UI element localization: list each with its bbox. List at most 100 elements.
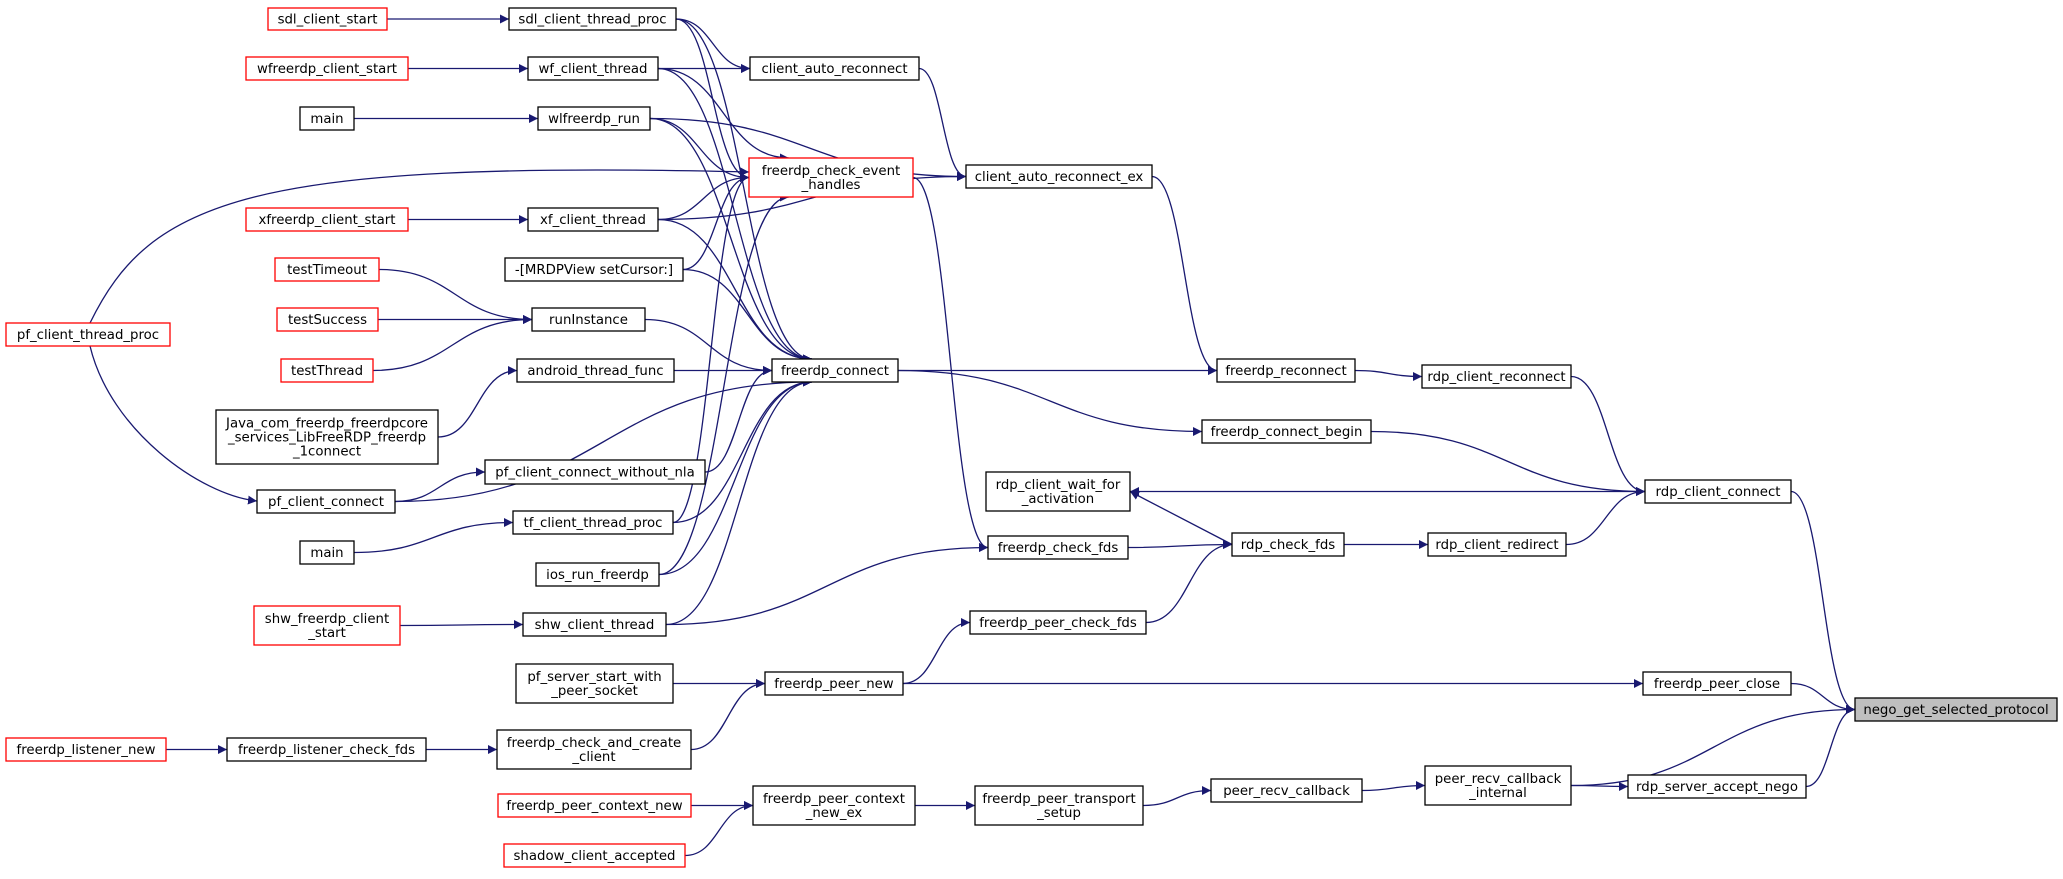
node-label: rdp_client_connect [1656, 485, 1781, 500]
node-box [5, 322, 171, 347]
node-freerdp-peer-close[interactable]: freerdp_peer_close [1642, 671, 1792, 696]
node-freerdp-connect[interactable]: freerdp_connect [771, 358, 899, 383]
node-freerdp-peer-transport-setup[interactable]: freerdp_peer_transport_setup [974, 785, 1144, 826]
node-main1[interactable]: main [299, 106, 355, 131]
node-rdp-client-wait-for-activation[interactable]: rdp_client_wait_for_activation [985, 471, 1131, 512]
node-box [508, 7, 677, 31]
node-freerdp-check-fds[interactable]: freerdp_check_fds [987, 535, 1129, 560]
node-freerdp-listener-check-fds[interactable]: freerdp_listener_check_fds [226, 737, 427, 762]
node-wfreerdp-client-start[interactable]: wfreerdp_client_start [245, 56, 409, 81]
node-wf-client-thread[interactable]: wf_client_thread [527, 56, 659, 81]
node-testSuccess[interactable]: testSuccess [276, 307, 379, 332]
node-label: testTimeout [287, 263, 367, 278]
edge-ios_run_freerdp-to-freerdp_check_event_handles [658, 192, 790, 576]
edge-java_connect-to-android_thread_func [437, 366, 518, 438]
node-wlfreerdp-run[interactable]: wlfreerdp_run [537, 106, 651, 131]
node-shw-client-thread[interactable]: shw_client_thread [522, 612, 667, 637]
node-ios-run-freerdp[interactable]: ios_run_freerdp [535, 562, 660, 587]
node-android-thread-func[interactable]: android_thread_func [516, 358, 675, 383]
node-freerdp-check-event-handles[interactable]: freerdp_check_event_handles [748, 157, 914, 198]
node-freerdp-check-and-create-client[interactable]: freerdp_check_and_create_client [496, 729, 692, 770]
node-label: pf_client_thread_proc [17, 328, 159, 343]
node-box [496, 729, 692, 770]
node-peer-recv-callback[interactable]: peer_recv_callback [1210, 778, 1363, 803]
node-pf-client-connect[interactable]: pf_client_connect [256, 489, 396, 514]
edge-sdl_client_thread_proc-to-freerdp_connect [675, 18, 813, 364]
edge-pf_client_connect-to-pf_client_connect_without_nla [394, 467, 486, 503]
node-label: main [310, 546, 343, 561]
node-freerdp-peer-check-fds[interactable]: freerdp_peer_check_fds [969, 610, 1147, 635]
node-main2[interactable]: main [299, 540, 355, 565]
node-rdp-server-accept-nego[interactable]: rdp_server_accept_nego [1627, 774, 1807, 799]
node-testTimeout[interactable]: testTimeout [274, 257, 380, 282]
node-mrdpview[interactable]: -[MRDPView setCursor:] [504, 257, 684, 282]
node-box [226, 737, 427, 762]
node-freerdp-peer-context-new[interactable]: freerdp_peer_context_new [497, 793, 692, 818]
node-label: _activation [1021, 492, 1095, 507]
node-freerdp-peer-context-new-ex[interactable]: freerdp_peer_context_new_ex [752, 785, 916, 826]
edge-testTimeout-to-runInstance [378, 268, 533, 324]
node-xf-client-thread[interactable]: xf_client_thread [527, 207, 659, 232]
node-rdp-check-fds[interactable]: rdp_check_fds [1231, 532, 1345, 557]
node-label: pf_server_start_with [527, 670, 661, 685]
node-testThread[interactable]: testThread [280, 358, 374, 383]
node-peer-recv-callback-internal[interactable]: peer_recv_callback_internal [1424, 765, 1572, 806]
node-shw-freerdp-client-start[interactable]: shw_freerdp_client_start [253, 605, 401, 646]
node-freerdp-reconnect[interactable]: freerdp_reconnect [1216, 358, 1356, 383]
node-box [527, 207, 659, 232]
node-java-connect[interactable]: Java_com_freerdp_freerdpcore_services_Li… [215, 409, 439, 465]
node-label: freerdp_check_and_create [507, 736, 681, 751]
node-freerdp-connect-begin[interactable]: freerdp_connect_begin [1201, 419, 1372, 444]
node-box [1854, 697, 2058, 722]
edge-freerdp_peer_check_fds-to-rdp_check_fds [1145, 540, 1233, 624]
node-rdp-client-redirect[interactable]: rdp_client_redirect [1427, 532, 1567, 557]
node-tf-client-thread-proc[interactable]: tf_client_thread_proc [512, 510, 674, 535]
node-rdp-client-reconnect[interactable]: rdp_client_reconnect [1421, 364, 1572, 389]
node-box [527, 56, 659, 81]
node-freerdp-peer-new[interactable]: freerdp_peer_new [764, 671, 904, 696]
edge-freerdp_reconnect-to-rdp_client_reconnect [1354, 369, 1423, 381]
node-box [969, 610, 1147, 635]
node-box [5, 737, 167, 762]
edge-rdp_client_redirect-to-rdp_client_connect [1565, 487, 1646, 546]
node-sdl-client-start[interactable]: sdl_client_start [267, 7, 388, 31]
edge-freerdp_peer_new-to-freerdp_peer_check_fds [902, 618, 971, 685]
node-nego-get-selected-protocol[interactable]: nego_get_selected_protocol [1854, 697, 2058, 722]
edge-pf_client_connect_without_nla-to-freerdp_connect [704, 366, 773, 473]
node-box [522, 612, 667, 637]
edge-client_auto_reconnect_ex-to-freerdp_reconnect [1151, 175, 1218, 375]
edge-rdp_server_accept_nego-to-nego_get_selected_protocol [1805, 705, 1856, 788]
node-label: freerdp_peer_check_fds [979, 616, 1137, 631]
node-pf-client-thread-proc[interactable]: pf_client_thread_proc [5, 322, 171, 347]
node-box [535, 562, 660, 587]
node-label: Java_com_freerdp_freerdpcore [225, 417, 428, 432]
node-box [985, 471, 1131, 512]
node-client-auto-reconnect[interactable]: client_auto_reconnect [749, 56, 920, 81]
node-label: client_auto_reconnect_ex [975, 170, 1144, 185]
node-runInstance[interactable]: runInstance [531, 307, 646, 332]
nodes-layer: sdl_client_start sdl_client_thread_procwf… [5, 7, 2058, 868]
node-box [749, 56, 920, 81]
node-freerdp-listener-new[interactable]: freerdp_listener_new [5, 737, 167, 762]
node-box [1642, 671, 1792, 696]
node-sdl-client-thread-proc[interactable]: sdl_client_thread_proc [508, 7, 677, 31]
node-shadow-client-accepted[interactable]: shadow_client_accepted [503, 843, 686, 868]
node-box [245, 56, 409, 81]
node-label: sdl_client_thread_proc [518, 13, 666, 28]
edge-sdl_client_thread_proc-to-client_auto_reconnect [675, 18, 751, 73]
node-label: freerdp_reconnect [1225, 364, 1346, 379]
node-pf-client-connect-without-nla[interactable]: pf_client_connect_without_nla [484, 459, 706, 485]
node-box [537, 106, 651, 131]
edge-shw_client_thread-to-freerdp_check_fds [665, 543, 989, 626]
node-box [771, 358, 899, 383]
node-rdp-client-connect[interactable]: rdp_client_connect [1644, 479, 1792, 504]
node-xfreerdp-client-start[interactable]: xfreerdp_client_start [245, 207, 409, 232]
node-label: rdp_client_reconnect [1427, 370, 1565, 385]
node-client-auto-reconnect-ex[interactable]: client_auto_reconnect_ex [965, 164, 1153, 189]
edge-pf_client_thread_proc-to-pf_client_connect [89, 345, 258, 505]
edge-freerdp_peer_transport_setup-to-peer_recv_callback [1142, 786, 1212, 807]
node-pf-server-start-with-peer-socket[interactable]: pf_server_start_with_peer_socket [515, 663, 674, 704]
node-label: _new_ex [805, 806, 863, 821]
node-label: _peer_socket [550, 684, 638, 699]
